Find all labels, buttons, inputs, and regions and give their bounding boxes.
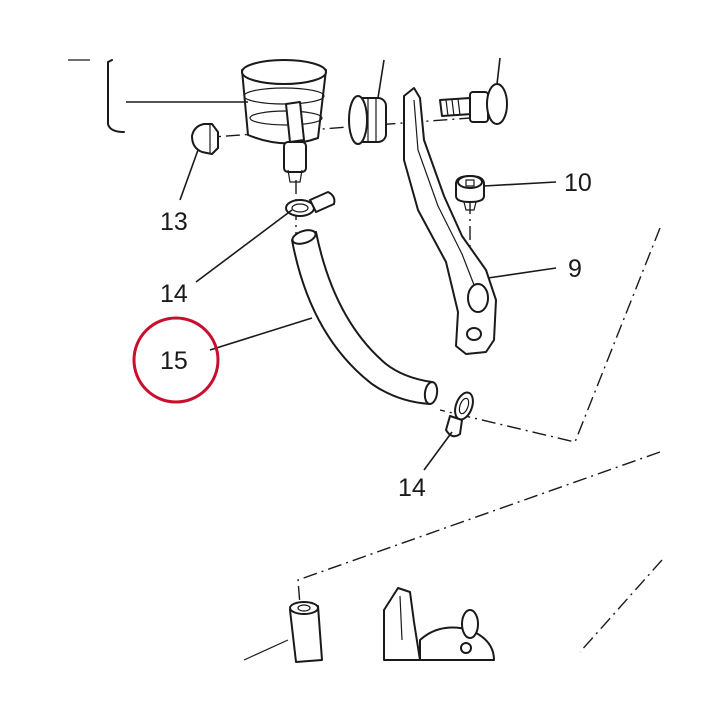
bushing-bore [297,604,311,612]
caliper-body [419,626,495,661]
bolt-leader [496,57,501,85]
grommet-groove [367,98,377,142]
cap-body [191,123,219,155]
leader-lines [126,101,557,471]
fluid-reservoir [241,59,327,183]
grommet-leader [377,59,385,99]
clamp-ring [285,199,315,217]
part-9-bracket [403,87,497,355]
grommet-face [348,95,368,145]
leader-13 [179,149,199,201]
hose-end-bottom [423,381,439,405]
leader-10 [483,181,557,187]
bushing-top [289,601,319,615]
bracket-outline [107,59,125,133]
reservoir-nozzle [287,169,303,183]
bushing-leader [243,639,289,661]
caliper-lever-edge [399,595,403,641]
shoulder-bolt [439,57,508,125]
caliper-bleeder [461,609,479,639]
callout-14-upper: 14 [160,280,188,308]
reservoir-tab [285,101,305,143]
bracket-plate [403,87,497,355]
reservoir-outlet [283,141,307,173]
bracket-fold [413,99,477,291]
part-14-lower-clamp [445,391,474,438]
leader-15 [209,317,313,351]
clamp-ear [309,191,336,213]
part-10-screw [455,175,485,211]
lower-clamp-ear [445,415,463,438]
rubber-grommet [348,59,387,145]
lower-assembly [243,587,495,663]
clamp-ring-inner [291,203,309,213]
bracket-hole [466,327,482,341]
screw-head-top [457,175,483,189]
part-15-hose [291,229,439,405]
caliper-bleeder-nut [460,642,472,654]
callout-15: 15 [160,347,188,375]
part-13-cap [191,123,219,155]
leader-14-upper [195,209,293,283]
bolt-head [486,83,508,125]
caliper-lever [383,587,421,661]
centerline-lower-right [579,559,663,653]
highlight-circle [132,316,220,404]
centerline-lower [297,451,661,606]
screw-socket [465,179,475,187]
centerline-right [439,227,661,443]
bolt-collar [469,91,489,123]
reservoir-bracket [68,59,125,133]
hose-body [291,231,433,405]
hose-end-top [291,229,317,245]
bolt-thread [445,98,461,117]
reservoir-cap [241,59,327,85]
callout-labels: 10 9 13 14 15 14 [160,169,592,502]
leader-9 [487,267,557,279]
lower-clamp-ring-inner [458,397,470,415]
callout-9: 9 [568,255,582,283]
bracket-tab [467,283,489,313]
leader-14-lower [423,431,453,471]
callout-14-lower: 14 [398,474,426,502]
callout-10: 10 [564,169,592,197]
part-14-upper-clamp [285,191,336,217]
bolt-shank [439,97,473,117]
centerline-top [199,117,471,139]
reservoir-ring-1 [243,87,325,105]
callout-13: 13 [160,208,188,236]
screw-shank [463,201,477,211]
